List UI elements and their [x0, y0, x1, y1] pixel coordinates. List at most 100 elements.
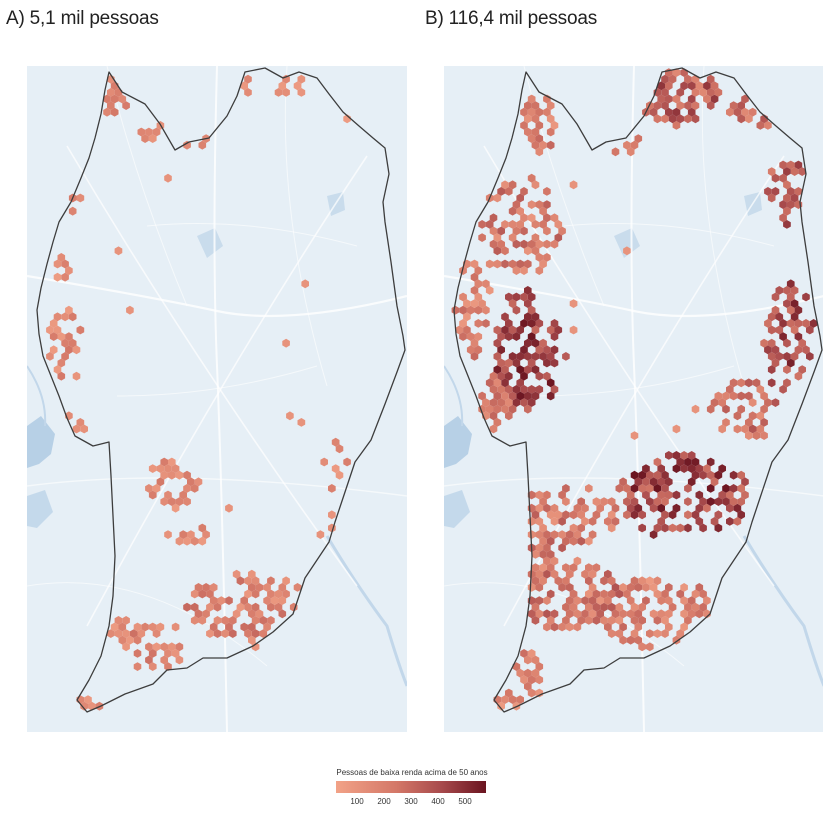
hex-cell [615, 629, 624, 638]
hex-cell [175, 655, 184, 665]
hex-cell [737, 378, 745, 388]
hex-cell [274, 88, 283, 97]
hex-cell [794, 305, 803, 315]
hex-cell [535, 266, 544, 275]
hex-cell [562, 484, 570, 493]
hex-cell [558, 530, 566, 539]
hex-cell [714, 470, 723, 480]
hex-cell [531, 220, 540, 229]
hex-cell [293, 583, 302, 592]
hex-cell [687, 596, 696, 605]
hex-cell [133, 635, 142, 645]
hex-cell [152, 484, 161, 493]
legend-tick-400: 400 [431, 797, 445, 806]
hex-cell [562, 536, 570, 546]
hex-cell [642, 490, 650, 500]
hex-cell [600, 616, 608, 625]
hex-cell [687, 451, 696, 460]
hex-cell [703, 503, 711, 513]
hex-cell [126, 305, 134, 315]
hex-cell [706, 404, 715, 414]
hex-cell [680, 609, 688, 619]
hex-cell [278, 596, 287, 605]
hex-cell [665, 451, 673, 460]
hex-cell [596, 596, 604, 605]
hex-cell [726, 385, 734, 394]
hex-cell [665, 477, 673, 487]
hex-cell [282, 589, 290, 599]
hex-cell [714, 391, 723, 401]
hex-cell [630, 576, 639, 586]
hex-cell [798, 365, 806, 374]
hex-cell [646, 497, 654, 506]
hex-cell [531, 616, 540, 625]
hex-cell [539, 536, 547, 546]
hex-cell [798, 338, 806, 348]
hex-cell [229, 629, 237, 638]
reservoir-southwest [27, 490, 53, 528]
hex-cell [543, 596, 551, 605]
hex-cell [585, 589, 593, 599]
hex-cell [630, 510, 639, 520]
hex-cell [527, 332, 536, 341]
hex-cell [771, 345, 780, 355]
hex-cell [168, 457, 176, 467]
hex-cell [482, 305, 490, 315]
hex-cell [672, 94, 681, 104]
hex-cell [619, 609, 627, 619]
hex-cell [501, 391, 509, 401]
hex-cell [535, 675, 544, 685]
hex-cell [520, 292, 528, 302]
hex-cell [263, 596, 271, 605]
hex-cell [516, 206, 524, 216]
hex-cell [493, 365, 502, 374]
hex-cell [718, 424, 726, 434]
hex-cell [554, 510, 563, 520]
hex-cell [202, 609, 210, 619]
hex-cell [767, 365, 776, 374]
hex-cell [565, 596, 574, 605]
hex-cell [539, 550, 547, 559]
hex-cell [156, 622, 165, 632]
hex-cell [672, 490, 681, 500]
hex-cell [527, 239, 536, 249]
hex-cell [550, 503, 559, 513]
hex-cell [764, 398, 772, 407]
hex-cell [493, 338, 502, 348]
hex-cell [267, 576, 275, 586]
hex-cell [535, 253, 544, 262]
hex-cell [783, 220, 791, 229]
hex-cell [771, 187, 780, 196]
hex-cell [187, 530, 195, 539]
hex-cell [482, 279, 490, 289]
hex-cell [190, 589, 199, 599]
hex-cell [569, 536, 578, 546]
hex-cell [76, 193, 85, 203]
hex-cell [657, 609, 665, 619]
hex-cell [466, 332, 475, 341]
legend-tick-300: 300 [404, 797, 418, 806]
hex-cell [482, 398, 490, 407]
hex-cell [726, 503, 734, 513]
hex-cell [331, 437, 340, 447]
hex-cell [244, 629, 252, 638]
hex-cell [512, 332, 521, 341]
hex-cell [646, 629, 654, 638]
hex-cell [794, 345, 803, 355]
hex-cell [695, 517, 704, 526]
hex-cell [57, 332, 66, 341]
hex-cell [581, 503, 589, 513]
hex-cell [221, 629, 229, 638]
hex-cell [710, 517, 719, 526]
hex-cell [729, 484, 738, 493]
hex-cell [470, 352, 479, 361]
hex-cell [733, 503, 742, 513]
hex-cell [630, 616, 639, 625]
hex-cell [550, 569, 559, 579]
hex-cell [171, 503, 180, 513]
hex-cell [543, 490, 551, 500]
hex-cell [107, 101, 115, 110]
hex-cell [190, 484, 199, 493]
hex-cell [684, 497, 692, 506]
hex-cell [699, 523, 707, 533]
